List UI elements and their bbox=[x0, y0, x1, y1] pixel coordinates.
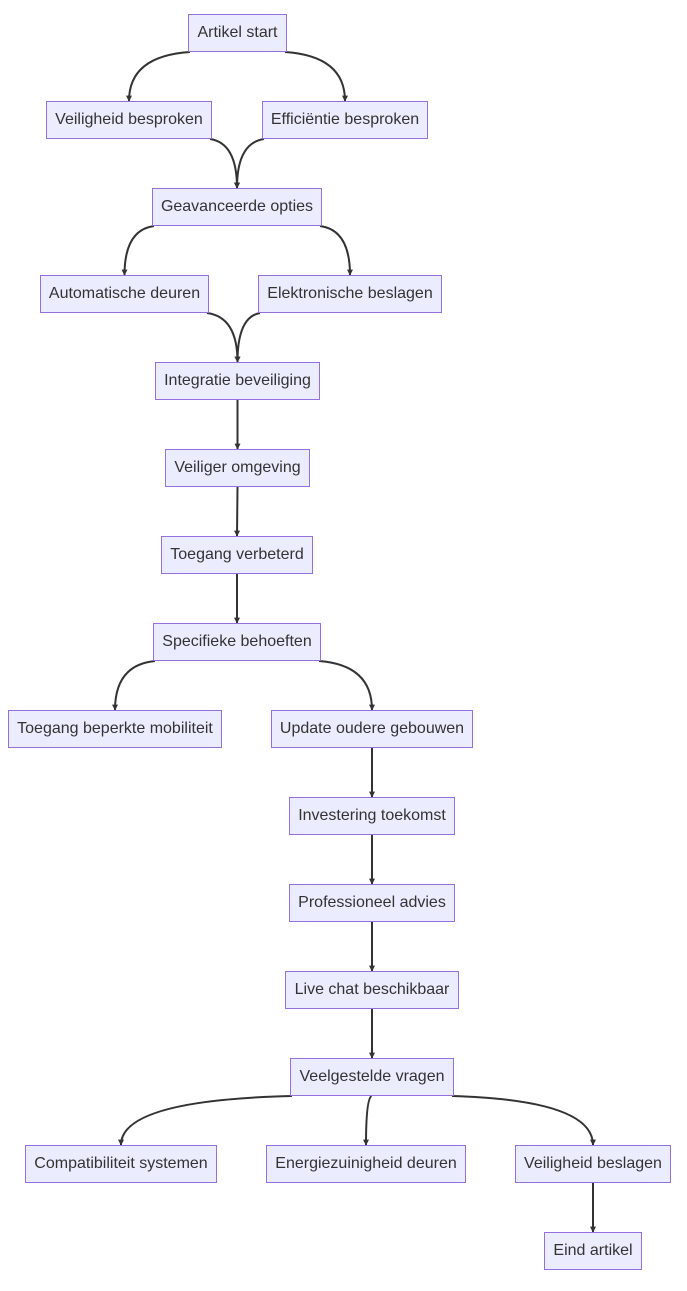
edge-start-to-safety bbox=[126, 51, 191, 102]
node-energiezuinigheid-deuren: Energiezuinigheid deuren bbox=[266, 1145, 466, 1183]
edge-specific_needs-to-old_buildings bbox=[318, 660, 375, 711]
node-label: Toegang verbeterd bbox=[170, 546, 304, 563]
edge-efficiency-to-advanced bbox=[234, 138, 265, 189]
node-label: Artikel start bbox=[197, 24, 278, 41]
node-professioneel-advies: Professioneel advies bbox=[289, 884, 455, 922]
edge-advanced-to-auto_doors bbox=[121, 225, 155, 276]
node-label: Specifieke behoeften bbox=[162, 633, 312, 650]
node-geavanceerde-opties: Geavanceerde opties bbox=[152, 188, 322, 226]
node-efficientie-besproken: Efficiëntie besproken bbox=[262, 101, 428, 139]
node-compatibiliteit-systemen: Compatibiliteit systemen bbox=[25, 1145, 217, 1183]
node-eind-artikel: Eind artikel bbox=[544, 1232, 642, 1270]
node-label: Automatische deuren bbox=[48, 285, 201, 302]
node-label: Professioneel advies bbox=[298, 894, 446, 911]
node-label: Veiligheid besproken bbox=[55, 111, 203, 128]
node-label: Update oudere gebouwen bbox=[279, 720, 465, 737]
node-toegang-beperkte-mobiliteit: Toegang beperkte mobiliteit bbox=[8, 710, 222, 748]
node-veiligheid-beslagen: Veiligheid beslagen bbox=[515, 1145, 671, 1183]
node-live-chat-beschikbaar: Live chat beschikbaar bbox=[285, 971, 459, 1009]
node-veiliger-omgeving: Veiliger omgeving bbox=[165, 449, 310, 487]
node-label: Veelgestelde vragen bbox=[299, 1068, 445, 1085]
node-specifieke-behoeften: Specifieke behoeften bbox=[153, 623, 321, 661]
edge-specific_needs-to-limited_mobility bbox=[112, 660, 156, 711]
node-label: Eind artikel bbox=[553, 1242, 633, 1259]
node-label: Energiezuinigheid deuren bbox=[275, 1155, 457, 1172]
edge-faq-to-energy_efficiency bbox=[363, 1095, 373, 1146]
node-elektronische-beslagen: Elektronische beslagen bbox=[258, 275, 442, 313]
node-automatische-deuren: Automatische deuren bbox=[40, 275, 209, 313]
node-update-oudere-gebouwen: Update oudere gebouwen bbox=[271, 710, 473, 748]
node-toegang-verbeterd: Toegang verbeterd bbox=[161, 536, 313, 574]
node-veiligheid-besproken: Veiligheid besproken bbox=[46, 101, 212, 139]
node-artikel-start: Artikel start bbox=[188, 14, 287, 52]
node-integratie-beveiliging: Integratie beveiliging bbox=[155, 362, 320, 400]
node-label: Efficiëntie besproken bbox=[270, 111, 420, 128]
node-veelgestelde-vragen: Veelgestelde vragen bbox=[290, 1058, 454, 1096]
edge-electronic_locks-to-security_integration bbox=[234, 312, 261, 363]
node-label: Veiliger omgeving bbox=[174, 459, 301, 476]
node-label: Live chat beschikbaar bbox=[294, 981, 450, 998]
edge-safer_environment-to-access_improved bbox=[234, 486, 241, 537]
node-label: Investering toekomst bbox=[298, 807, 446, 824]
node-label: Geavanceerde opties bbox=[160, 198, 314, 215]
edge-faq-to-compatibility bbox=[118, 1095, 293, 1146]
node-investering-toekomst: Investering toekomst bbox=[289, 797, 455, 835]
node-label: Elektronische beslagen bbox=[267, 285, 433, 302]
edge-faq-to-lock_safety bbox=[451, 1095, 596, 1146]
edge-advanced-to-electronic_locks bbox=[319, 225, 353, 276]
edge-start-to-efficiency bbox=[284, 51, 348, 102]
node-label: Compatibiliteit systemen bbox=[34, 1155, 208, 1172]
node-label: Integratie beveiliging bbox=[164, 372, 311, 389]
node-label: Veiligheid beslagen bbox=[524, 1155, 662, 1172]
node-label: Toegang beperkte mobiliteit bbox=[17, 720, 213, 737]
